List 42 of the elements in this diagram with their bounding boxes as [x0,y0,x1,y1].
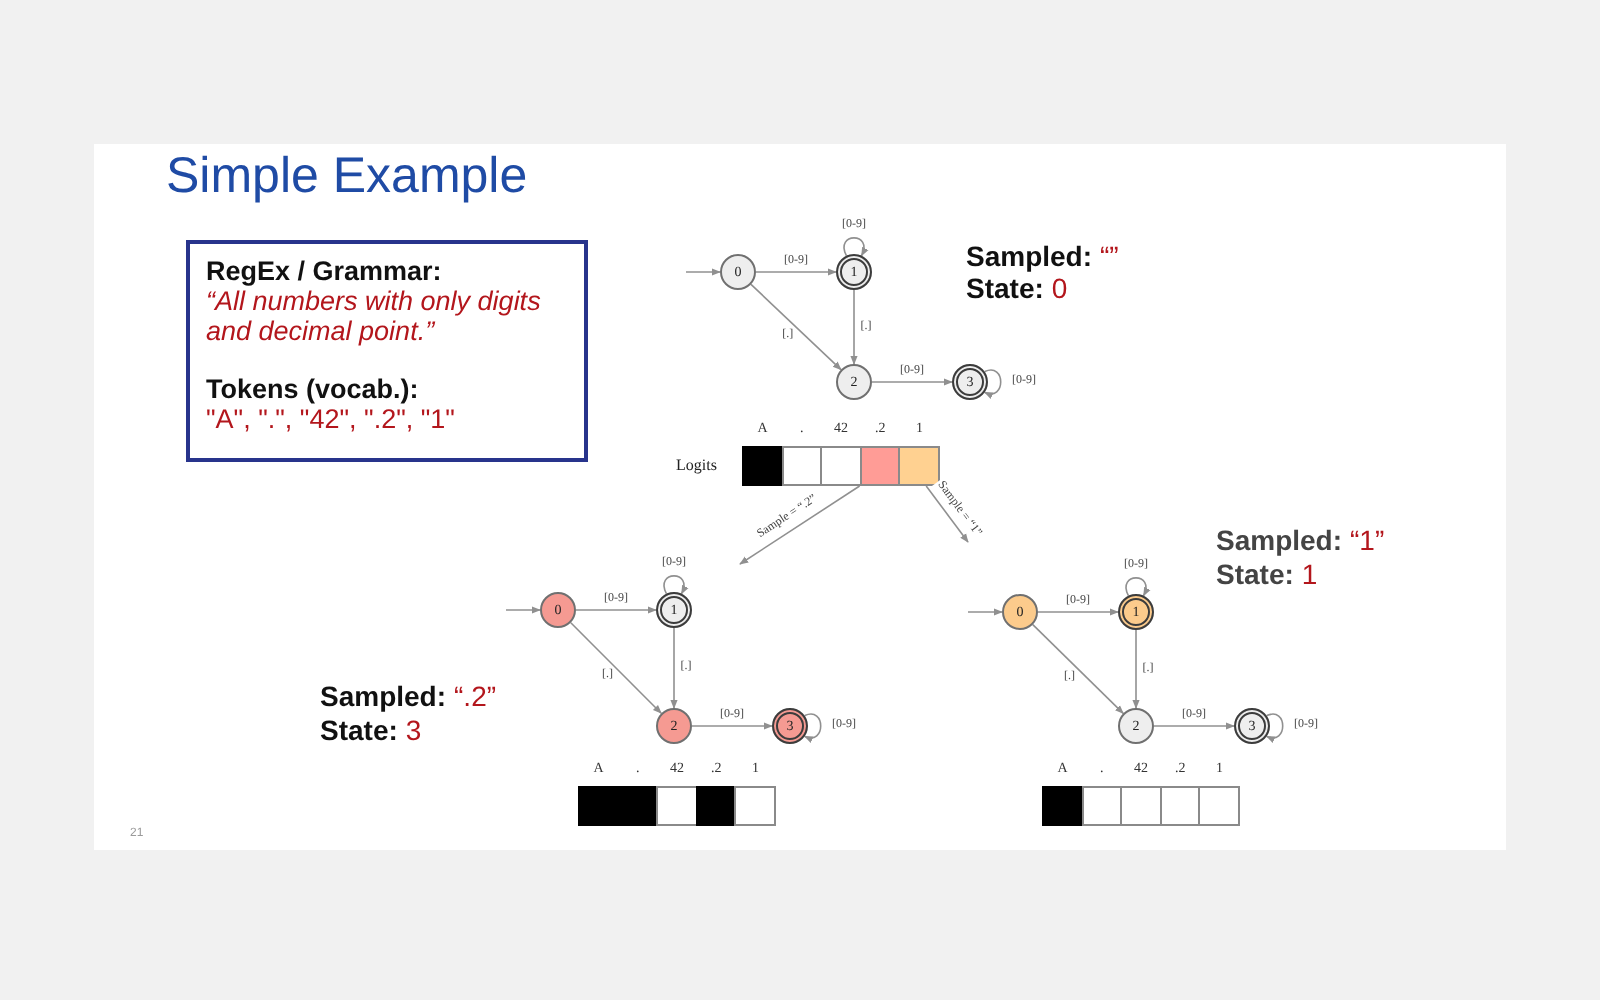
arrow [750,283,842,371]
arrow [1132,629,1140,709]
row-label: Logits [676,456,717,474]
token-list: "A", ".", "42", ".2", "1" [206,404,572,434]
arrow [850,289,858,365]
field-label: State: [966,272,1044,304]
field-value: “.2” [454,680,497,712]
arrow [871,378,953,386]
field-value: 3 [405,714,422,746]
field-value: 0 [1051,272,1068,304]
field-label: Sampled: [320,680,447,712]
self-loop-arrow [1125,577,1150,597]
field-label: Sampled: [966,240,1093,272]
slide-title: Simple Example [166,148,528,204]
field-value: 1 [1301,558,1318,590]
arrow [755,268,837,276]
start-arrow [967,608,1003,616]
arrow [739,485,861,565]
arrow [1153,722,1235,730]
self-loop-arrow [803,713,822,743]
field-label: State: [1216,558,1294,590]
self-loop-arrow [843,237,868,257]
start-arrow [685,268,721,276]
arrow [670,627,678,709]
arrow [925,485,969,543]
arrow [575,606,657,614]
arrow [1032,623,1124,715]
field-label: Sampled: [1216,524,1343,556]
self-loop-arrow [663,575,688,595]
quote-text: “All numbers with only digits and decimal point.” [206,286,543,346]
self-loop-arrow [1265,713,1284,743]
self-loop-arrow [983,369,1002,399]
arrow [1037,608,1119,616]
arrow [570,622,662,714]
field-value: “1” [1350,524,1385,556]
field-label: State: [320,714,398,746]
arrow [691,722,773,730]
heading: Tokens (vocab.): [206,374,421,404]
info-box [186,240,588,462]
field-value: “” [1100,240,1119,272]
start-arrow [505,606,541,614]
heading: RegEx / Grammar: [206,256,444,286]
